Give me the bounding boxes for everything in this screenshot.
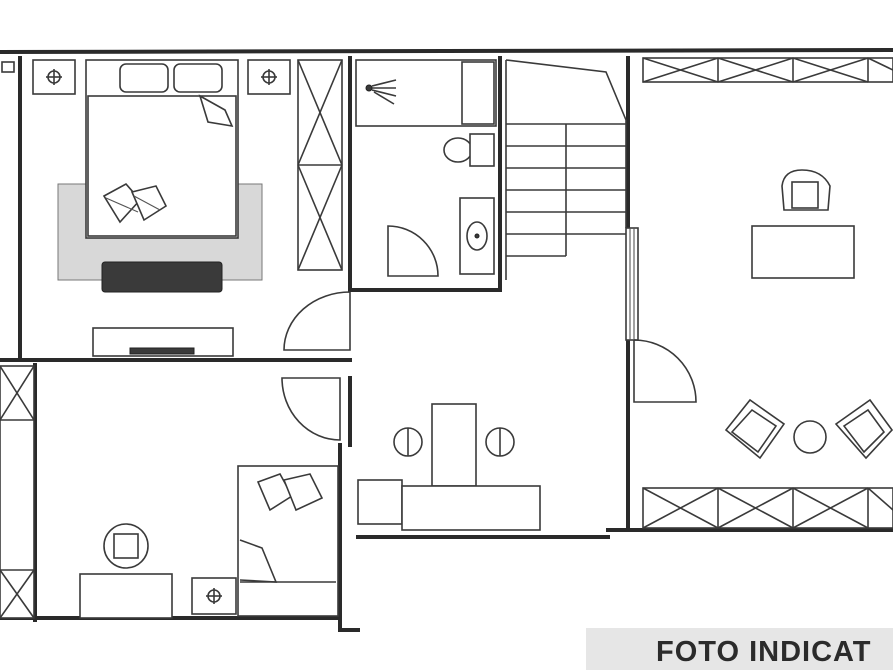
shower-head-icon (365, 79, 397, 105)
single-bed (237, 465, 339, 617)
door-bathroom (387, 225, 439, 277)
hallway (357, 403, 541, 531)
banner (586, 628, 893, 670)
wardrobe-bottom-left (0, 365, 35, 619)
counter (357, 479, 403, 525)
bedroom-bottom-left (0, 365, 341, 619)
banner-text: FOTO INDICAT (656, 636, 872, 668)
window-strip (625, 227, 639, 341)
toilet (443, 133, 495, 167)
sink (459, 197, 495, 275)
staircase (505, 59, 627, 280)
dining-table (431, 403, 477, 487)
stool-right (485, 427, 515, 457)
side-table (793, 420, 827, 454)
door-living-room (633, 339, 697, 403)
desk-bottom (79, 573, 173, 619)
nightstand-left (32, 59, 76, 95)
desk (751, 225, 855, 279)
stool-left (393, 427, 423, 457)
door-bedroom-top-left (283, 291, 351, 351)
nightstand-right (247, 59, 291, 95)
nightstand-bottom (191, 577, 237, 615)
shower (355, 59, 497, 127)
living-room (625, 57, 893, 529)
counter-long (401, 485, 541, 531)
double-bed (85, 59, 239, 239)
lounge-chair-left (724, 398, 786, 460)
lounge-chair-right (834, 398, 893, 460)
bedroom-top-left (1, 59, 351, 357)
desk-chair-bottom (103, 523, 149, 569)
wardrobe-top-left (297, 59, 343, 271)
door-bedroom-bottom-left (281, 377, 341, 441)
bench (101, 261, 223, 293)
dresser (92, 327, 234, 357)
desk-chair (781, 169, 831, 211)
cabinet-bottom (642, 487, 893, 529)
bathroom (355, 59, 497, 277)
cabinet-top (642, 57, 893, 83)
